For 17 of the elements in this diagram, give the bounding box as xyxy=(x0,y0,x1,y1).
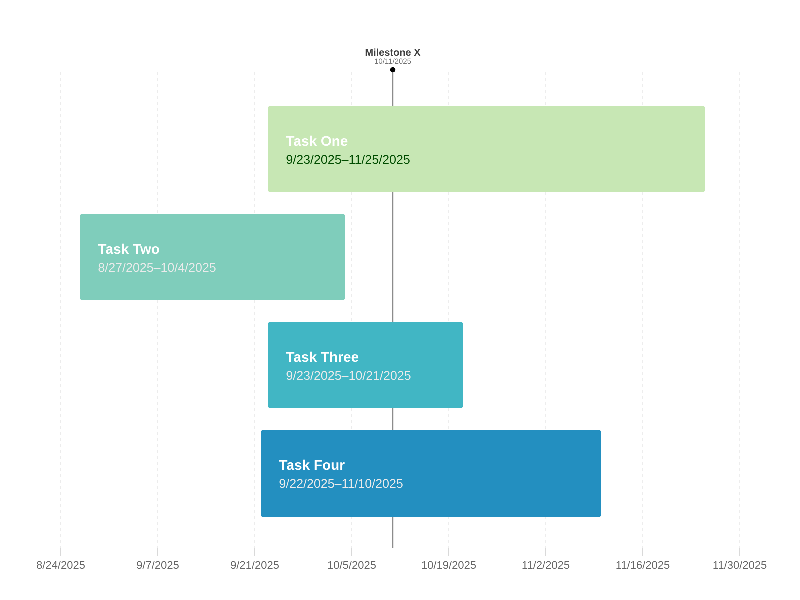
date-range: 8/27/2025–10/4/2025 xyxy=(98,262,216,272)
axis-date-label: 10/19/2025 xyxy=(422,561,476,570)
task-title: Task One xyxy=(286,136,348,146)
task-title: Task Two xyxy=(98,244,160,254)
axis-date-label: 9/7/2025 xyxy=(137,561,179,570)
axis-date-label: 8/24/2025 xyxy=(37,561,85,570)
date-range: 9/23/2025–10/21/2025 xyxy=(286,370,411,380)
axis-date-label: 9/21/2025 xyxy=(231,561,279,570)
task-title: Task Four xyxy=(279,460,345,470)
axis-date-label: 10/5/2025 xyxy=(328,561,376,570)
date-range: 9/23/2025–11/25/2025 xyxy=(286,154,410,164)
task-title: Task Three xyxy=(286,352,359,362)
axis-date-label: 11/16/2025 xyxy=(616,561,670,570)
date-range: 9/22/2025–11/10/2025 xyxy=(280,478,403,488)
axis-date-label: 11/30/2025 xyxy=(714,561,767,570)
milestone-label: Milestone X xyxy=(366,48,421,56)
axis-date-label: 11/2/2025 xyxy=(522,561,570,570)
